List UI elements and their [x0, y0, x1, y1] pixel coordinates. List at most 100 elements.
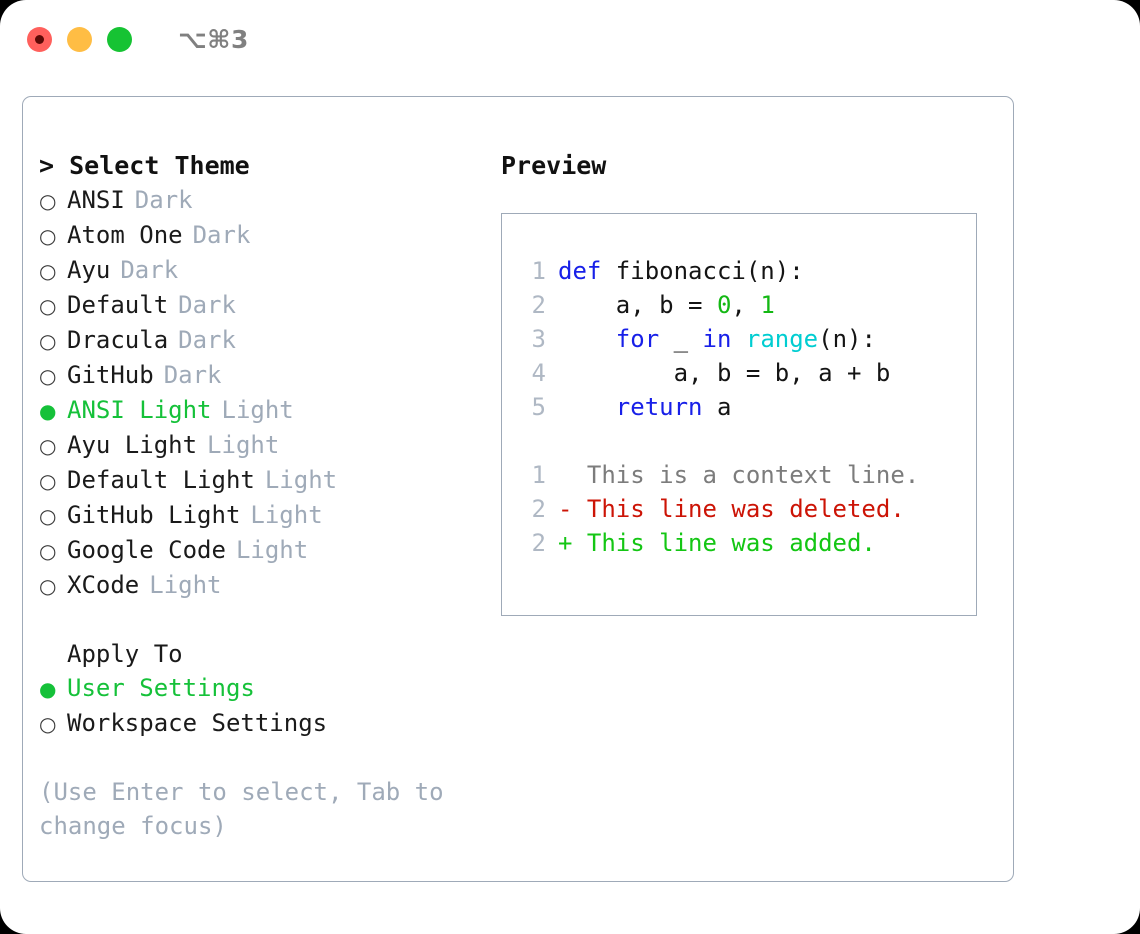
apply-to-option-workspace-settings[interactable]: ○ Workspace Settings — [39, 706, 499, 741]
theme-kind-badge: Light — [149, 571, 222, 599]
token: This is a context line. — [558, 461, 920, 489]
theme-name: Dracula — [67, 326, 169, 354]
theme-name: ANSI — [67, 186, 125, 214]
radio-unselected-icon: ○ — [39, 294, 57, 318]
token: for — [615, 325, 660, 353]
line-number: 2 — [531, 529, 546, 557]
radio-unselected-icon: ○ — [39, 469, 57, 493]
select-theme-heading: > Select Theme — [39, 151, 250, 180]
token: (n): — [818, 325, 876, 353]
window-title: ⌥⌘3 — [178, 24, 249, 54]
line-number: 1 — [531, 461, 546, 489]
code-content: for _ in range(n): — [558, 322, 876, 356]
token: + This line was added. — [558, 529, 876, 557]
radio-unselected-icon: ○ — [39, 364, 57, 388]
diff-sample: 1 This is a context line. 2 - This line wa… — [516, 458, 976, 560]
theme-name: XCode — [67, 571, 140, 599]
theme-option-dracula[interactable]: ○ Dracula Dark — [39, 323, 499, 358]
minimize-button[interactable] — [67, 26, 92, 52]
theme-option-xcode[interactable]: ○ XCode Light — [39, 568, 499, 603]
radio-unselected-icon: ○ — [39, 574, 57, 598]
diff-line: 1 This is a context line. — [516, 458, 976, 492]
apply-to-label: Apply To — [67, 640, 183, 668]
radio-selected-icon: ● — [39, 677, 57, 701]
title-bar: ⌥⌘3 — [0, 0, 1140, 78]
theme-kind-badge: Light — [264, 466, 338, 494]
theme-kind-badge: Dark — [120, 256, 179, 284]
token: a, b = — [558, 291, 717, 319]
preview-heading: Preview — [501, 151, 607, 180]
apply-to-name: Workspace Settings — [67, 709, 328, 737]
line-number: 3 — [531, 325, 546, 353]
code-content: return a — [558, 390, 732, 424]
line-number: 4 — [531, 359, 546, 387]
code-line: 3 for _ in range(n): — [516, 322, 976, 356]
line-number: 5 — [531, 393, 546, 421]
token: def — [558, 257, 616, 285]
token: return — [615, 393, 703, 421]
theme-kind-badge: Dark — [178, 291, 236, 319]
theme-name: Atom One — [67, 221, 183, 249]
theme-name: Ayu — [67, 256, 111, 284]
radio-unselected-icon: ○ — [39, 434, 57, 458]
code-line: 2 a, b = 0, 1 — [516, 288, 976, 322]
diff-content: + This line was added. — [558, 526, 876, 560]
token: range — [745, 325, 819, 353]
close-button[interactable] — [27, 26, 52, 52]
theme-name: Default — [67, 291, 169, 319]
theme-option-github[interactable]: ○ GitHub Dark — [39, 358, 499, 393]
diff-content: This is a context line. — [558, 458, 919, 492]
theme-kind-badge: Light — [235, 536, 309, 564]
token: in — [702, 325, 732, 353]
theme-option-ansi-light[interactable]: ● ANSI Light Light — [39, 393, 499, 428]
code-content: def fibonacci(n): — [558, 254, 804, 288]
code-diff-spacer — [516, 424, 976, 458]
theme-name: Default Light — [67, 466, 255, 494]
radio-selected-icon: ● — [39, 399, 57, 423]
radio-unselected-icon: ○ — [39, 712, 57, 736]
theme-kind-badge: Light — [221, 396, 294, 424]
token — [558, 325, 616, 353]
line-number: 1 — [531, 257, 546, 285]
code-line: 1 def fibonacci(n): — [516, 254, 976, 288]
apply-to-name: User Settings — [67, 674, 255, 702]
theme-kind-badge: Light — [207, 431, 280, 459]
theme-name: ANSI Light — [67, 396, 212, 424]
token — [558, 393, 616, 421]
theme-kind-badge: Dark — [192, 221, 251, 249]
radio-unselected-icon: ○ — [39, 329, 57, 353]
apply-to-option-user-settings[interactable]: ● User Settings — [39, 671, 499, 706]
theme-kind-badge: Dark — [178, 326, 236, 354]
theme-kind-badge: Light — [250, 501, 323, 529]
token — [731, 325, 745, 353]
diff-content: - This line was deleted. — [558, 492, 905, 526]
theme-option-default[interactable]: ○ Default Dark — [39, 288, 499, 323]
maximize-button[interactable] — [107, 26, 132, 52]
theme-option-default-light[interactable]: ○ Default Light Light — [39, 463, 499, 498]
token: a — [702, 393, 732, 421]
theme-name: GitHub — [67, 361, 154, 389]
diff-line: 2 + This line was added. — [516, 526, 976, 560]
code-line: 5 return a — [516, 390, 976, 424]
token: a, b = b, a + b — [558, 359, 891, 387]
theme-kind-badge: Dark — [134, 186, 193, 214]
code-line: 4 a, b = b, a + b — [516, 356, 976, 390]
token: fibonacci(n): — [615, 257, 804, 285]
line-number: 2 — [531, 495, 546, 523]
code-content: a, b = 0, 1 — [558, 288, 775, 322]
token: 1 — [760, 291, 775, 319]
theme-kind-badge: Dark — [163, 361, 222, 389]
